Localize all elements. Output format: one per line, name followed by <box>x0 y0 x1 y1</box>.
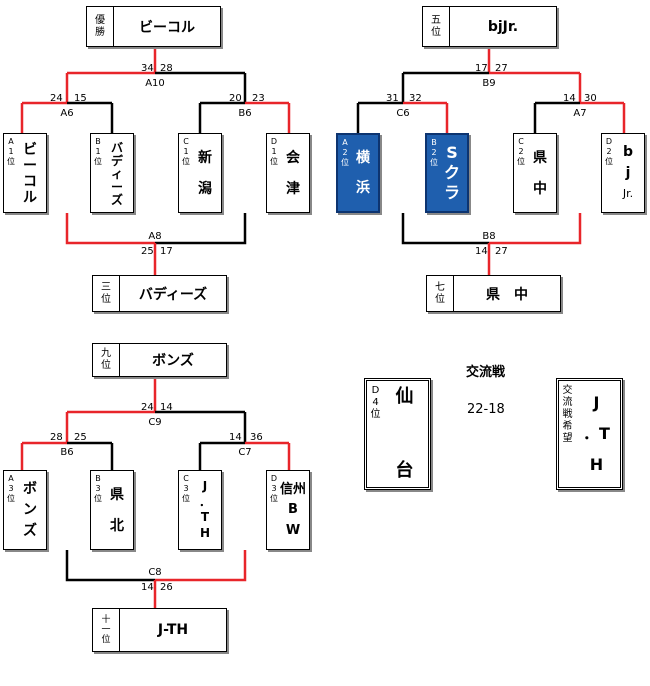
semi-score-right: 36 <box>250 432 263 443</box>
third-score-left: 25 <box>141 246 154 257</box>
team-name: 会津 <box>286 149 300 197</box>
semi-score-right: 32 <box>409 93 422 104</box>
seed-label: D3位 <box>270 474 278 503</box>
team-box: D1位 会津 <box>266 133 310 213</box>
team-name: ボンズ <box>23 481 37 539</box>
team-box: B1位 バディーズ <box>90 133 134 213</box>
team-name: 県北 <box>110 486 124 534</box>
match-code: A8 <box>148 231 162 242</box>
match-code: B8 <box>482 231 496 242</box>
third-place-name: バディーズ <box>138 286 208 303</box>
final-score-left: 17 <box>475 63 488 74</box>
final-score-right: 28 <box>160 63 173 74</box>
rank-label: 五位 <box>423 7 450 46</box>
seed-label: C1位 <box>182 137 190 166</box>
team-name: 仙台 <box>395 386 414 481</box>
match-code: B6 <box>238 108 252 119</box>
ninth-place-box: 九位 ボンズ <box>92 343 227 377</box>
team-name: バディーズ <box>110 141 123 207</box>
seed-label: D4位 <box>370 385 381 420</box>
semi-score-left: 14 <box>229 432 242 443</box>
match-code: B9 <box>482 78 496 89</box>
match-code: C6 <box>396 108 410 119</box>
third-score-right: 17 <box>160 246 173 257</box>
semi-score-left: 24 <box>50 93 63 104</box>
third-score-right: 27 <box>495 246 508 257</box>
seed-label: B1位 <box>94 137 102 166</box>
seed-label: A1位 <box>7 137 15 166</box>
team-box: C2位 県中 <box>513 133 557 213</box>
team-name: 新潟 <box>198 149 212 197</box>
seed-label: B2位 <box>430 138 438 167</box>
rank-label: 七位 <box>427 276 454 311</box>
exchange-title: 交流戦 <box>466 365 506 380</box>
team-name: 横浜 <box>356 150 370 196</box>
semi-score-right: 25 <box>74 432 87 443</box>
semi-score-left: 31 <box>386 93 399 104</box>
third-score-right: 26 <box>160 582 173 593</box>
match-code: A7 <box>573 108 587 119</box>
semi-score-right: 15 <box>74 93 87 104</box>
team-name: 県中 <box>533 149 547 197</box>
final-score-right: 27 <box>495 63 508 74</box>
rank-label: 九位 <box>93 344 120 376</box>
ninth-place-name: ボンズ <box>152 353 194 369</box>
exchange-score: 22-18 <box>467 402 505 417</box>
seventh-place-box: 七位 県 中 <box>426 275 561 312</box>
third-place-box: 三位 バディーズ <box>92 275 227 312</box>
semi-score-right: 30 <box>584 93 597 104</box>
fifth-place-name: bjJr. <box>487 18 519 35</box>
match-code: C7 <box>238 447 252 458</box>
eleventh-place-box: 十一位 J-TH <box>92 608 227 652</box>
match-code: A10 <box>145 78 165 89</box>
seventh-place-name: 県 中 <box>486 286 528 303</box>
final-score-left: 34 <box>141 63 154 74</box>
team-box: C1位 新潟 <box>178 133 222 213</box>
rank-label: 優勝 <box>87 7 114 46</box>
seed-label: D2位 <box>605 137 613 166</box>
champion-box: 優勝 ビーコル <box>86 6 221 47</box>
eleventh-place-name: J-TH <box>157 622 189 638</box>
team-box-highlighted: A2位 横浜 <box>336 133 380 213</box>
semi-score-left: 14 <box>563 93 576 104</box>
champion-name: ビーコル <box>139 19 195 36</box>
team-box: A3位 ボンズ <box>3 470 47 550</box>
semi-score-left: 20 <box>229 93 242 104</box>
third-score-left: 14 <box>141 582 154 593</box>
seed-label: 交流戦希望 <box>562 385 573 444</box>
final-score-right: 14 <box>160 402 173 413</box>
rank-label: 三位 <box>93 276 120 311</box>
final-score-left: 24 <box>141 402 154 413</box>
rank-label: 十一位 <box>93 609 120 651</box>
third-score-left: 14 <box>475 246 488 257</box>
match-code: C8 <box>148 567 162 578</box>
seed-label: A3位 <box>7 474 15 503</box>
match-code: B6 <box>60 447 74 458</box>
seed-label: C3位 <box>182 474 190 503</box>
seed-label: C2位 <box>517 137 525 166</box>
fifth-place-box: 五位 bjJr. <box>422 6 557 47</box>
seed-label: B3位 <box>94 474 102 503</box>
seed-label: A2位 <box>341 138 349 167</box>
team-box: A1位 ビーコル <box>3 133 47 213</box>
seed-label: D1位 <box>270 137 278 166</box>
exchange-team-left: D4位 仙台 <box>364 378 431 490</box>
team-name: ビーコル <box>23 142 37 206</box>
match-code: A6 <box>60 108 74 119</box>
semi-score-left: 28 <box>50 432 63 443</box>
team-box: B3位 県北 <box>90 470 134 550</box>
match-code: C9 <box>148 417 162 428</box>
semi-score-right: 23 <box>252 93 265 104</box>
